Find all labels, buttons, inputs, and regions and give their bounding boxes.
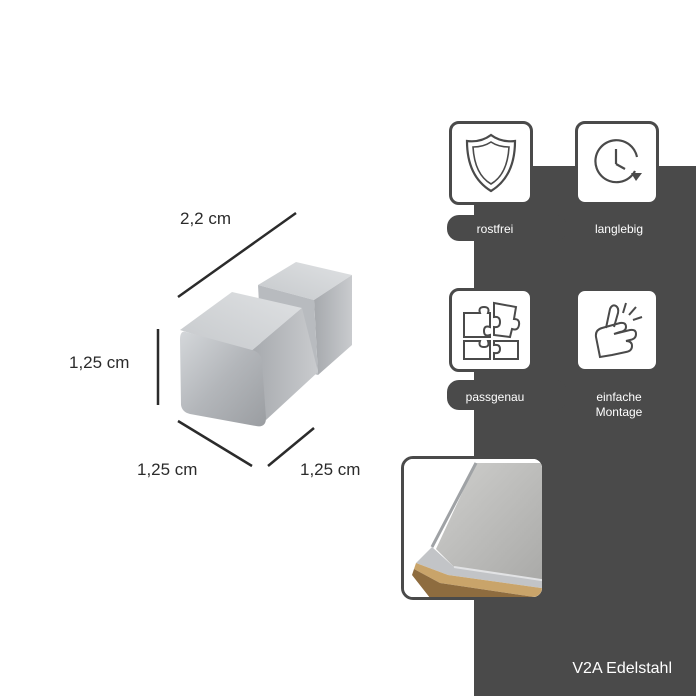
feature-label-strip-top [447, 215, 567, 241]
feature-label-rostfrei: rostfrei [476, 222, 514, 236]
feature-box-passgenau [449, 288, 533, 372]
feature-label-montage: Montage [595, 405, 643, 419]
dimension-label-length: 2,2 cm [180, 209, 232, 228]
material-label: V2A Edelstahl [572, 660, 672, 677]
dimension-label-width-left: 1,25 cm [137, 460, 198, 479]
dimension-label-height: 1,25 cm [69, 353, 130, 372]
feature-panel-background [474, 166, 696, 696]
feature-label-strip-middle [447, 380, 567, 410]
feature-label-einfache: einfache [596, 390, 642, 404]
tile-edge-closeup [401, 456, 545, 600]
corner-piece-front-block [180, 292, 318, 427]
shield-icon [465, 133, 517, 193]
snap-fingers-icon [594, 302, 643, 359]
feature-box-einfache-montage [575, 288, 659, 372]
feature-label-langlebig: langlebig [594, 222, 644, 236]
dimension-line-width-left [177, 419, 253, 468]
feature-box-rostfrei [449, 121, 533, 205]
feature-label-passgenau: passgenau [465, 390, 525, 404]
dimension-line-length [177, 211, 297, 299]
clock-icon [594, 139, 642, 184]
feature-box-langlebig [575, 121, 659, 205]
dimension-line-width-right [267, 427, 315, 467]
feature-label-einfache-montage: einfache Montage [564, 390, 674, 420]
puzzle-icon [463, 301, 521, 360]
tile-edge-image [404, 459, 542, 597]
product-image [156, 211, 352, 468]
dimension-label-width-right: 1,25 cm [300, 460, 361, 479]
